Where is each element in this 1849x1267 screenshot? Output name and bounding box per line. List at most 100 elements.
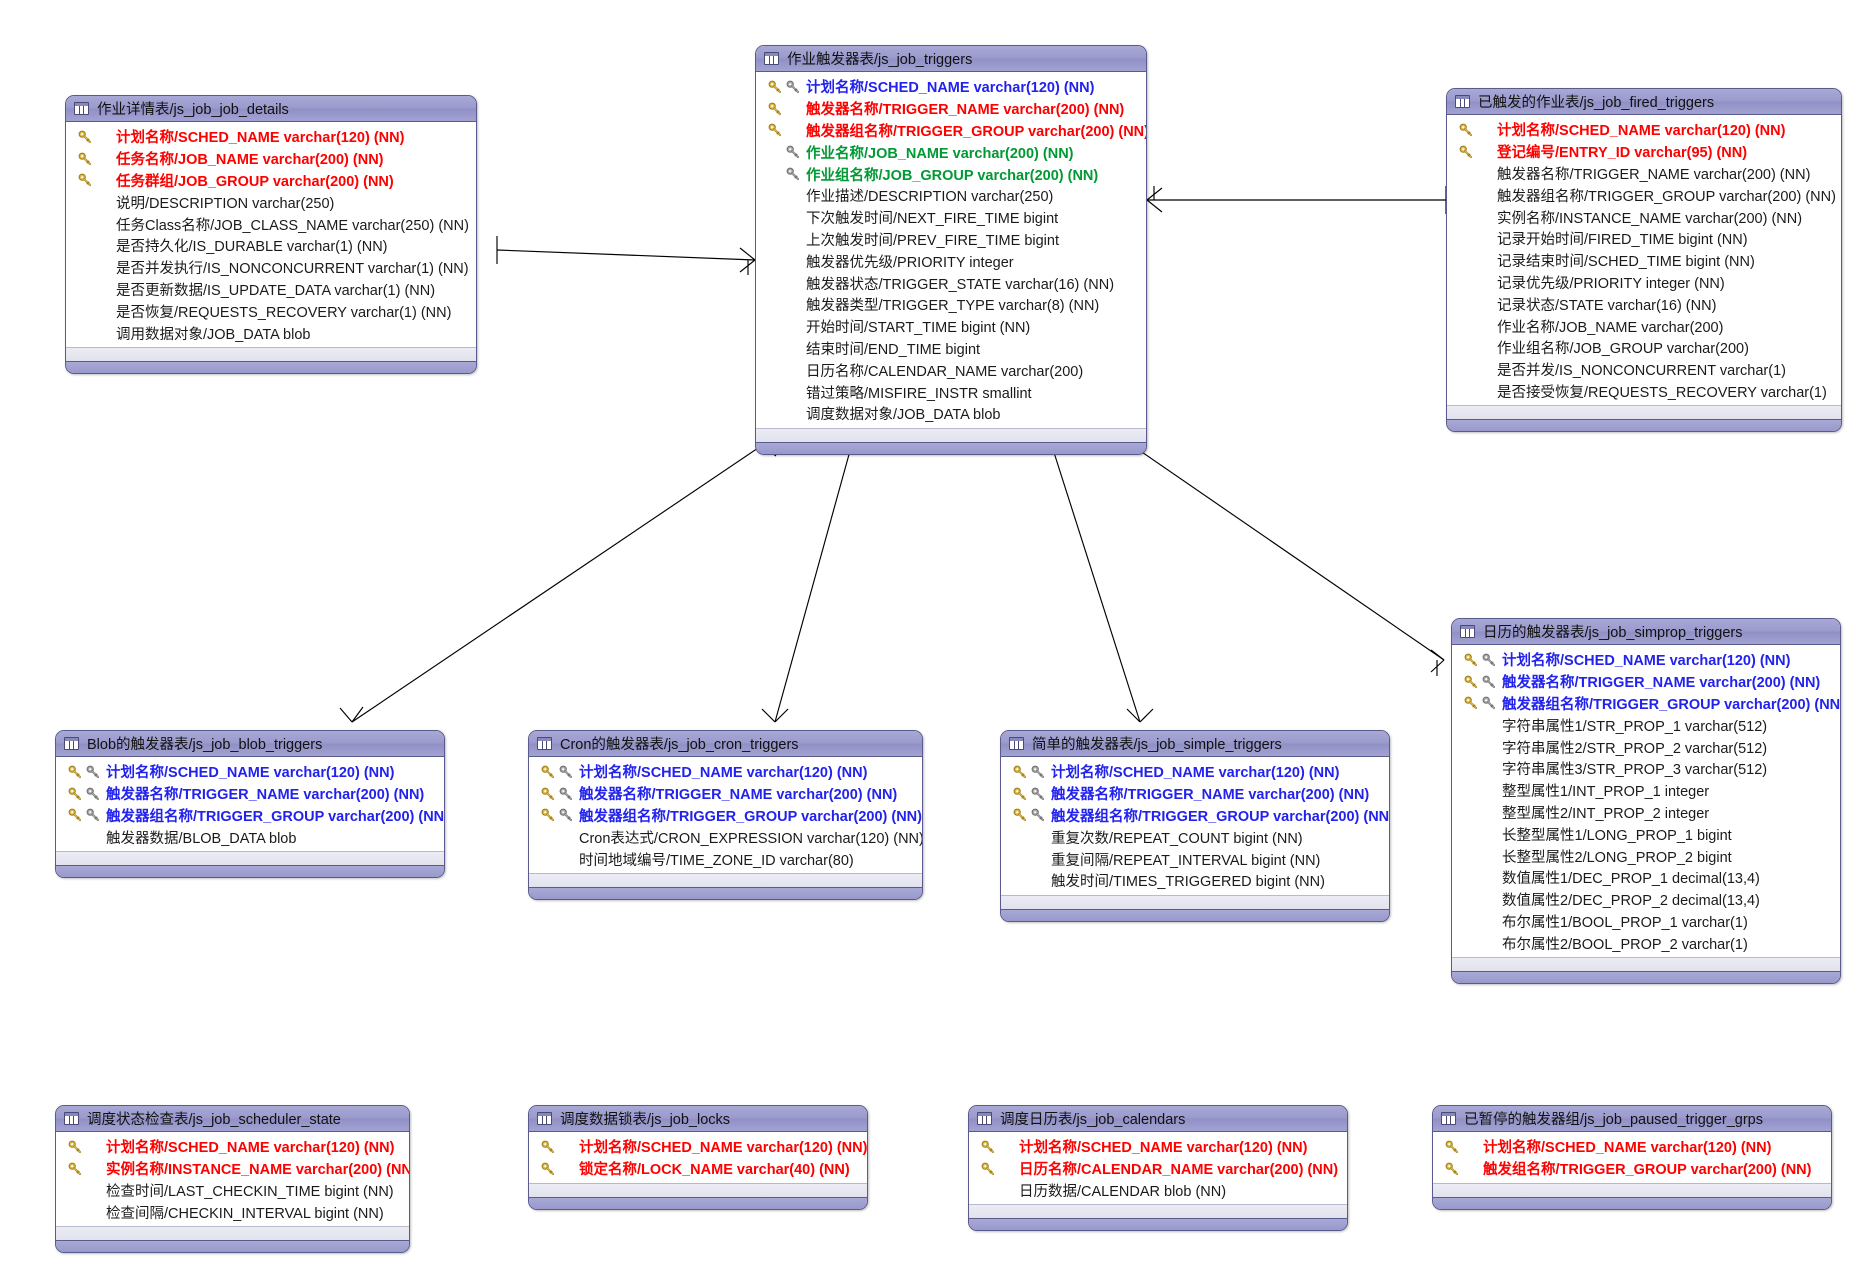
entity-header-simple_triggers[interactable]: 简单的触发器表/js_job_simple_triggers <box>1001 731 1389 757</box>
attribute-row[interactable]: 任务名称/JOB_NAME varchar(200) (NN) <box>66 148 476 170</box>
attribute-row[interactable]: 长整型属性2/LONG_PROP_2 bigint <box>1452 845 1840 867</box>
attribute-row[interactable]: 触发器名称/TRIGGER_NAME varchar(200) (NN) <box>529 783 922 805</box>
attribute-row[interactable]: 检查间隔/CHECKIN_INTERVAL bigint (NN) <box>56 1201 409 1223</box>
entity-fired_triggers[interactable]: 已触发的作业表/js_job_fired_triggers 计划名称/SCHED_… <box>1446 88 1842 433</box>
attribute-row[interactable]: 记录开始时间/FIRED_TIME bigint (NN) <box>1447 228 1841 250</box>
attribute-row[interactable]: 触发器名称/TRIGGER_NAME varchar(200) (NN) <box>756 98 1146 120</box>
attribute-row[interactable]: 触发器组名称/TRIGGER_GROUP varchar(200) (NN) <box>756 120 1146 142</box>
entity-simprop_triggers[interactable]: 日历的触发器表/js_job_simprop_triggers 计划名称/SCHE… <box>1451 618 1841 985</box>
attribute-row[interactable]: 记录状态/STATE varchar(16) (NN) <box>1447 293 1841 315</box>
attribute-row[interactable]: 触发器状态/TRIGGER_STATE varchar(16) (NN) <box>756 272 1146 294</box>
attribute-row[interactable]: 长整型属性1/LONG_PROP_1 bigint <box>1452 823 1840 845</box>
attribute-row[interactable]: 计划名称/SCHED_NAME varchar(120) (NN) <box>529 761 922 783</box>
entity-triggers[interactable]: 作业触发器表/js_job_triggers 计划名称/SCHED_NAME va… <box>755 45 1147 455</box>
attribute-row[interactable]: 日历名称/CALENDAR_NAME varchar(200) (NN) <box>969 1158 1347 1180</box>
attribute-row[interactable]: 是否并发/IS_NONCONCURRENT varchar(1) <box>1447 359 1841 381</box>
attribute-row[interactable]: 是否接受恢复/REQUESTS_RECOVERY varchar(1) <box>1447 381 1841 403</box>
attribute-row[interactable]: 作业描述/DESCRIPTION varchar(250) <box>756 185 1146 207</box>
attribute-row[interactable]: 触发器名称/TRIGGER_NAME varchar(200) (NN) <box>1447 163 1841 185</box>
attribute-row[interactable]: 说明/DESCRIPTION varchar(250) <box>66 191 476 213</box>
attribute-row[interactable]: Cron表达式/CRON_EXPRESSION varchar(120) (NN… <box>529 826 922 848</box>
attribute-row[interactable]: 数值属性2/DEC_PROP_2 decimal(13,4) <box>1452 889 1840 911</box>
attribute-row[interactable]: 整型属性1/INT_PROP_1 integer <box>1452 780 1840 802</box>
attribute-row[interactable]: 是否恢复/REQUESTS_RECOVERY varchar(1) (NN) <box>66 300 476 322</box>
attribute-row[interactable]: 触发器组名称/TRIGGER_GROUP varchar(200) (NN) <box>56 805 444 827</box>
attribute-row[interactable]: 检查时间/LAST_CHECKIN_TIME bigint (NN) <box>56 1180 409 1202</box>
entity-header-blob_triggers[interactable]: Blob的触发器表/js_job_blob_triggers <box>56 731 444 757</box>
entity-locks[interactable]: 调度数据锁表/js_job_locks 计划名称/SCHED_NAME varch… <box>528 1105 868 1210</box>
attribute-row[interactable]: 时间地域编号/TIME_ZONE_ID varchar(80) <box>529 848 922 870</box>
attribute-row[interactable]: 计划名称/SCHED_NAME varchar(120) (NN) <box>66 126 476 148</box>
attribute-row[interactable]: 触发器组名称/TRIGGER_GROUP varchar(200) (NN) <box>1001 805 1389 827</box>
attribute-row[interactable]: 作业名称/JOB_NAME varchar(200) (NN) <box>756 141 1146 163</box>
attribute-row[interactable]: 作业组名称/JOB_GROUP varchar(200) <box>1447 337 1841 359</box>
attribute-row[interactable]: 触发器类型/TRIGGER_TYPE varchar(8) (NN) <box>756 294 1146 316</box>
entity-header-fired_triggers[interactable]: 已触发的作业表/js_job_fired_triggers <box>1447 89 1841 115</box>
attribute-row[interactable]: 日历名称/CALENDAR_NAME varchar(200) <box>756 359 1146 381</box>
attribute-row[interactable]: 布尔属性1/BOOL_PROP_1 varchar(1) <box>1452 911 1840 933</box>
entity-job_details[interactable]: 作业详情表/js_job_job_details 计划名称/SCHED_NAME … <box>65 95 477 374</box>
attribute-row[interactable]: 布尔属性2/BOOL_PROP_2 varchar(1) <box>1452 932 1840 954</box>
attribute-row[interactable]: 触发器组名称/TRIGGER_GROUP varchar(200) (NN) <box>529 805 922 827</box>
entity-header-simprop_triggers[interactable]: 日历的触发器表/js_job_simprop_triggers <box>1452 619 1840 645</box>
attribute-row[interactable]: 下次触发时间/NEXT_FIRE_TIME bigint <box>756 207 1146 229</box>
attribute-row[interactable]: 实例名称/INSTANCE_NAME varchar(200) (NN) <box>1447 206 1841 228</box>
attribute-row[interactable]: 触发组名称/TRIGGER_GROUP varchar(200) (NN) <box>1433 1158 1831 1180</box>
attribute-row[interactable]: 计划名称/SCHED_NAME varchar(120) (NN) <box>1452 649 1840 671</box>
attribute-row[interactable]: 计划名称/SCHED_NAME varchar(120) (NN) <box>1447 119 1841 141</box>
attribute-row[interactable]: 计划名称/SCHED_NAME varchar(120) (NN) <box>969 1136 1347 1158</box>
entity-blob_triggers[interactable]: Blob的触发器表/js_job_blob_triggers 计划名称/SCHED… <box>55 730 445 879</box>
attribute-row[interactable]: 作业名称/JOB_NAME varchar(200) <box>1447 315 1841 337</box>
attribute-row[interactable]: 整型属性2/INT_PROP_2 integer <box>1452 802 1840 824</box>
attribute-row[interactable]: 实例名称/INSTANCE_NAME varchar(200) (NN) <box>56 1158 409 1180</box>
attribute-row[interactable]: 触发器数据/BLOB_DATA blob <box>56 826 444 848</box>
entity-header-paused_trigger_grps[interactable]: 已暂停的触发器组/js_job_paused_trigger_grps <box>1433 1106 1831 1132</box>
attribute-row[interactable]: 锁定名称/LOCK_NAME varchar(40) (NN) <box>529 1158 867 1180</box>
attribute-row[interactable]: 计划名称/SCHED_NAME varchar(120) (NN) <box>56 1136 409 1158</box>
attribute-row[interactable]: 开始时间/START_TIME bigint (NN) <box>756 316 1146 338</box>
attribute-row[interactable]: 任务Class名称/JOB_CLASS_NAME varchar(250) (N… <box>66 213 476 235</box>
attribute-row[interactable]: 计划名称/SCHED_NAME varchar(120) (NN) <box>1001 761 1389 783</box>
attribute-row[interactable]: 重复间隔/REPEAT_INTERVAL bigint (NN) <box>1001 848 1389 870</box>
attribute-row[interactable]: 是否并发执行/IS_NONCONCURRENT varchar(1) (NN) <box>66 257 476 279</box>
attribute-row[interactable]: 重复次数/REPEAT_COUNT bigint (NN) <box>1001 826 1389 848</box>
attribute-row[interactable]: 错过策略/MISFIRE_INSTR smallint <box>756 381 1146 403</box>
attribute-row[interactable]: 任务群组/JOB_GROUP varchar(200) (NN) <box>66 170 476 192</box>
entity-header-cron_triggers[interactable]: Cron的触发器表/js_job_cron_triggers <box>529 731 922 757</box>
entity-header-locks[interactable]: 调度数据锁表/js_job_locks <box>529 1106 867 1132</box>
attribute-row[interactable]: 字符串属性2/STR_PROP_2 varchar(512) <box>1452 736 1840 758</box>
attribute-row[interactable]: 作业组名称/JOB_GROUP varchar(200) (NN) <box>756 163 1146 185</box>
attribute-row[interactable]: 上次触发时间/PREV_FIRE_TIME bigint <box>756 229 1146 251</box>
attribute-row[interactable]: 触发器优先级/PRIORITY integer <box>756 250 1146 272</box>
attribute-row[interactable]: 计划名称/SCHED_NAME varchar(120) (NN) <box>756 76 1146 98</box>
attribute-row[interactable]: 触发器组名称/TRIGGER_GROUP varchar(200) (NN) <box>1447 184 1841 206</box>
entity-calendars[interactable]: 调度日历表/js_job_calendars 计划名称/SCHED_NAME va… <box>968 1105 1348 1232</box>
attribute-row[interactable]: 数值属性1/DEC_PROP_1 decimal(13,4) <box>1452 867 1840 889</box>
attribute-row[interactable]: 字符串属性1/STR_PROP_1 varchar(512) <box>1452 714 1840 736</box>
attribute-row[interactable]: 登记编号/ENTRY_ID varchar(95) (NN) <box>1447 141 1841 163</box>
entity-header-calendars[interactable]: 调度日历表/js_job_calendars <box>969 1106 1347 1132</box>
attribute-row[interactable]: 结束时间/END_TIME bigint <box>756 338 1146 360</box>
attribute-row[interactable]: 字符串属性3/STR_PROP_3 varchar(512) <box>1452 758 1840 780</box>
attribute-row[interactable]: 计划名称/SCHED_NAME varchar(120) (NN) <box>1433 1136 1831 1158</box>
attribute-row[interactable]: 触发器名称/TRIGGER_NAME varchar(200) (NN) <box>1001 783 1389 805</box>
attribute-row[interactable]: 是否持久化/IS_DURABLE varchar(1) (NN) <box>66 235 476 257</box>
entity-cron_triggers[interactable]: Cron的触发器表/js_job_cron_triggers 计划名称/SCHED… <box>528 730 923 900</box>
attribute-row[interactable]: 触发器名称/TRIGGER_NAME varchar(200) (NN) <box>56 783 444 805</box>
entity-header-job_details[interactable]: 作业详情表/js_job_job_details <box>66 96 476 122</box>
attribute-row[interactable]: 调度数据对象/JOB_DATA blob <box>756 403 1146 425</box>
attribute-row[interactable]: 记录结束时间/SCHED_TIME bigint (NN) <box>1447 250 1841 272</box>
attribute-row[interactable]: 触发时间/TIMES_TRIGGERED bigint (NN) <box>1001 870 1389 892</box>
entity-header-scheduler_state[interactable]: 调度状态检查表/js_job_scheduler_state <box>56 1106 409 1132</box>
attribute-row[interactable]: 记录优先级/PRIORITY integer (NN) <box>1447 272 1841 294</box>
attribute-row[interactable]: 调用数据对象/JOB_DATA blob <box>66 322 476 344</box>
entity-scheduler_state[interactable]: 调度状态检查表/js_job_scheduler_state 计划名称/SCHED… <box>55 1105 410 1254</box>
attribute-row[interactable]: 触发器组名称/TRIGGER_GROUP varchar(200) (NN) <box>1452 693 1840 715</box>
entity-paused_trigger_grps[interactable]: 已暂停的触发器组/js_job_paused_trigger_grps 计划名称/… <box>1432 1105 1832 1210</box>
attribute-row[interactable]: 计划名称/SCHED_NAME varchar(120) (NN) <box>529 1136 867 1158</box>
attribute-row[interactable]: 计划名称/SCHED_NAME varchar(120) (NN) <box>56 761 444 783</box>
attribute-row[interactable]: 触发器名称/TRIGGER_NAME varchar(200) (NN) <box>1452 671 1840 693</box>
attribute-row[interactable]: 日历数据/CALENDAR blob (NN) <box>969 1180 1347 1202</box>
entity-header-triggers[interactable]: 作业触发器表/js_job_triggers <box>756 46 1146 72</box>
entity-simple_triggers[interactable]: 简单的触发器表/js_job_simple_triggers 计划名称/SCHED… <box>1000 730 1390 922</box>
